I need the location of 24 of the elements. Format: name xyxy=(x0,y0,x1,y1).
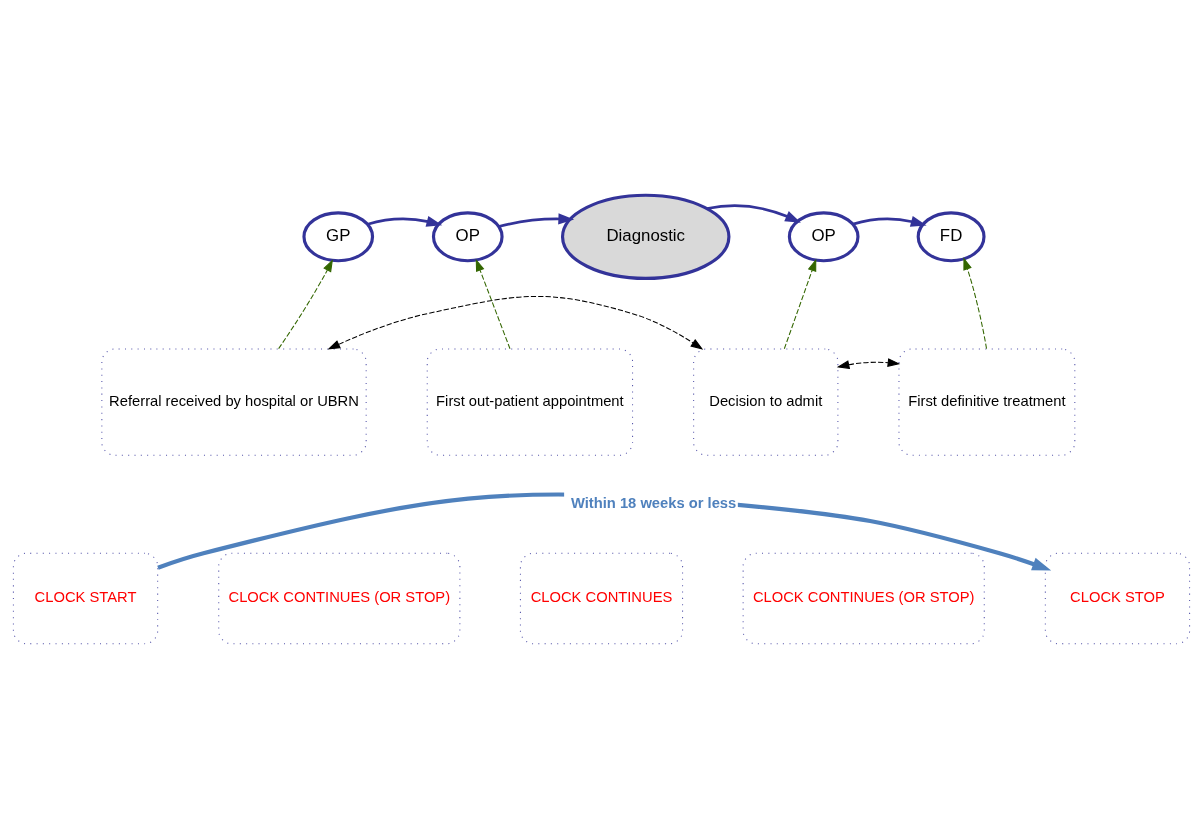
arrow xyxy=(852,216,927,227)
node-box: CLOCK CONTINUES (OR STOP) xyxy=(218,552,461,645)
arrow xyxy=(498,213,575,228)
arrow xyxy=(707,204,801,223)
node-box: First out-patient appointment xyxy=(426,348,634,456)
node-box: CLOCK STOP xyxy=(1044,552,1191,645)
node-ellipse: FD xyxy=(916,211,986,263)
node-box: Decision to admit xyxy=(693,348,839,456)
arrow xyxy=(963,257,988,350)
node-box: First definitive treatment xyxy=(898,348,1076,456)
node-box: CLOCK CONTINUES (OR STOP) xyxy=(742,552,985,645)
node-box: CLOCK START xyxy=(12,552,159,645)
arrow xyxy=(367,215,443,227)
arrow xyxy=(475,258,511,350)
arrow xyxy=(783,258,817,350)
node-ellipse: GP xyxy=(302,211,375,263)
node-box: Referral received by hospital or UBRN xyxy=(101,348,367,456)
node-ellipse: OP xyxy=(431,211,504,263)
node-ellipse: OP xyxy=(787,211,860,263)
node-box: CLOCK CONTINUES xyxy=(519,552,684,645)
arrow xyxy=(327,295,704,350)
arrow xyxy=(836,358,901,369)
arrow xyxy=(278,259,333,350)
edge-label: Within 18 weeks or less xyxy=(570,494,737,511)
